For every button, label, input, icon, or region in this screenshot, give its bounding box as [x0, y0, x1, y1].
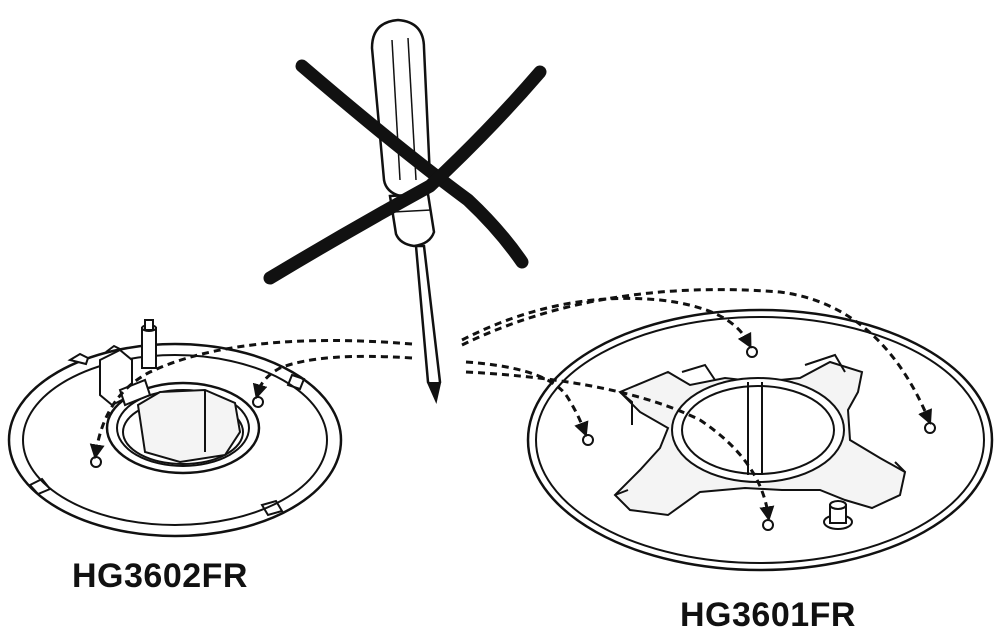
cross-stroke-1 [295, 59, 529, 269]
arrow-to-left-hole-2 [252, 354, 413, 400]
left-mounting-plate [7, 319, 343, 538]
right-plate-inner-rim [535, 316, 985, 564]
left-plate-clip [99, 344, 152, 407]
arrow-to-right-bottom [465, 370, 775, 522]
arrow-to-right-top [461, 296, 752, 349]
model-label-hg3602fr: HG3602FR [72, 557, 248, 595]
right-plate-standoff [823, 500, 853, 530]
right-plate-center-hub [671, 377, 845, 483]
model-label-hg3601fr: HG3601FR [680, 596, 856, 634]
left-plate-inner-rim [22, 354, 328, 526]
prohibition-cross-icon [263, 59, 547, 285]
left-plate-tab [28, 477, 52, 496]
left-plate-center-ring-outer [105, 381, 261, 475]
left-plate-post [141, 319, 157, 369]
dashed-arrows [89, 288, 932, 522]
screwdriver-shaft [414, 244, 442, 393]
left-plate-small-tab [67, 352, 90, 366]
right-screw-hole [746, 346, 758, 358]
arrow-to-right-far [461, 288, 932, 425]
cross-stroke-2 [263, 65, 547, 285]
left-plate-tab [260, 499, 284, 517]
arrow-to-left-hole-1 [89, 339, 413, 460]
left-plate-tab [286, 373, 306, 391]
arrow-to-right-left [465, 360, 589, 438]
left-plate-octagon-opening [136, 388, 242, 464]
right-mounting-plate [526, 308, 994, 572]
